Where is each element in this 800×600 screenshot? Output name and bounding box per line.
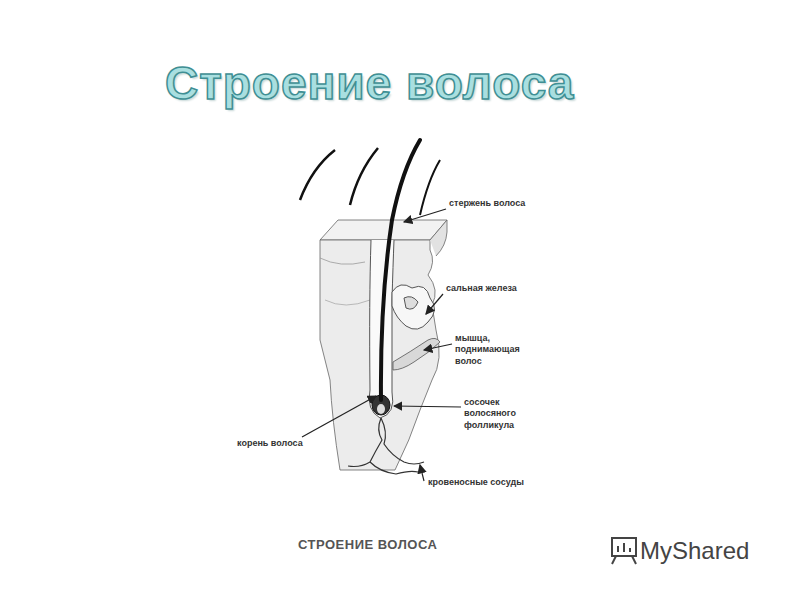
hair	[300, 150, 335, 200]
hair-shaft	[381, 140, 420, 400]
arrector-muscle	[393, 338, 440, 370]
watermark: MyShared	[640, 537, 749, 565]
hair	[420, 160, 440, 215]
blood-vessels	[348, 418, 424, 474]
part-label: кровеносные сосуды	[427, 477, 549, 488]
part-label: корень волоса	[236, 438, 328, 449]
part-label: стержень волоса	[448, 198, 550, 209]
part-label: мышца, поднимающая волос	[454, 333, 524, 367]
skin-block	[320, 220, 447, 470]
part-label: сосочек волосяного фолликула	[463, 397, 540, 431]
figure-caption: СТРОЕНИЕ ВОЛОСА	[298, 537, 437, 552]
hair	[350, 148, 378, 205]
papilla	[377, 404, 385, 414]
watermark-icon	[612, 538, 636, 564]
part-label: сальная железа	[445, 283, 547, 294]
slide-title: Строение волоса	[165, 56, 574, 110]
sebaceous-gland	[392, 285, 435, 329]
